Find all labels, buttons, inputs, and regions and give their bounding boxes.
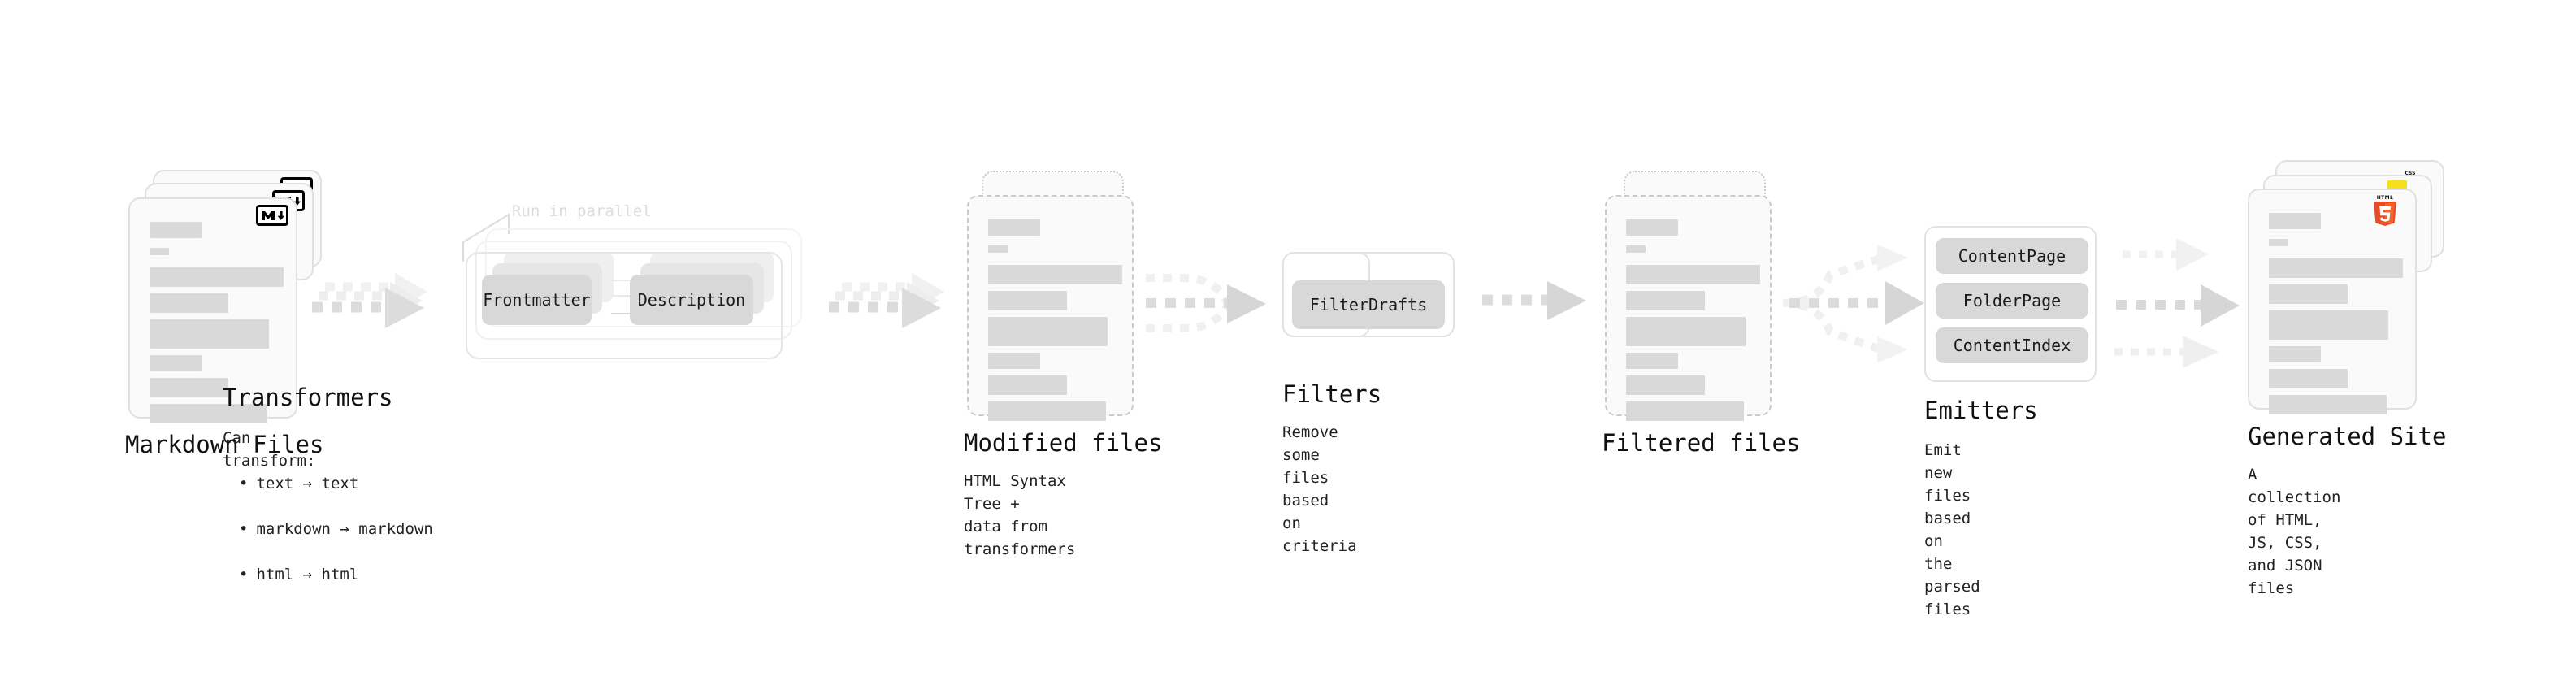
emitters-chip-contentindex[interactable]: ContentIndex <box>1936 327 2088 363</box>
stage-title-transformers: Transformers <box>223 384 393 411</box>
card-bar <box>2269 213 2321 229</box>
card-bar <box>150 248 169 255</box>
card-bar <box>2269 258 2403 278</box>
connector-filtered-to-emitters <box>1782 245 1924 363</box>
modified-card-front <box>967 195 1134 421</box>
transformers-bullets: text → text markdown → markdown html → h… <box>223 449 433 609</box>
card-bar <box>988 245 1008 253</box>
css-logo: CSS <box>2401 167 2419 178</box>
run-in-parallel-leader <box>462 213 510 262</box>
card-bar <box>988 317 1108 346</box>
connector-filters-to-filtered <box>1482 281 1586 320</box>
card-bar <box>1626 317 1746 346</box>
emitters-chip-folderpage[interactable]: FolderPage <box>1936 283 2088 319</box>
card-bar <box>150 404 267 423</box>
card-bar <box>1626 353 1678 369</box>
connector-emitters-to-site <box>2114 238 2240 368</box>
transformers-chip-description[interactable]: Description <box>630 275 753 325</box>
transformers-chip-frontmatter[interactable]: Frontmatter <box>482 275 592 325</box>
card-bar <box>988 291 1067 310</box>
stage-title-markdown-files: Markdown Files <box>125 431 324 458</box>
card-bar <box>150 222 202 238</box>
emitters-description: Emit new files based on the parsed files <box>1924 441 1980 618</box>
card-bar <box>1626 265 1760 284</box>
stage-title-modified-files: Modified files <box>964 429 1163 457</box>
card-bar <box>988 401 1106 421</box>
card-bar <box>1626 375 1705 395</box>
filters-description: Remove some files based on criteria <box>1282 423 1357 555</box>
run-in-parallel-label: Run in parallel <box>512 202 652 220</box>
filters-card-front <box>1282 252 1455 337</box>
card-bar <box>150 319 269 349</box>
filters-chip-filterdrafts[interactable]: FilterDrafts <box>1292 280 1445 329</box>
card-bar <box>2269 284 2348 304</box>
markdown-logo <box>256 205 288 226</box>
html5-logo: HTML <box>2370 193 2400 226</box>
card-bar <box>2269 395 2387 414</box>
modified-files-description: HTML Syntax Tree + data from transformer… <box>964 472 1076 558</box>
card-bar <box>2269 346 2321 362</box>
card-bar <box>2269 369 2348 388</box>
card-bar <box>150 267 284 287</box>
card-bar <box>1626 245 1646 253</box>
markdown-card-front <box>128 197 297 423</box>
connector-md-to-transformers <box>312 273 427 328</box>
emitters-chip-contentpage[interactable]: ContentPage <box>1936 238 2088 274</box>
site-card-front <box>2248 189 2417 414</box>
card-bar <box>988 353 1040 369</box>
generated-site-description: A collection of HTML, JS, CSS, and JSON … <box>2248 466 2341 597</box>
card-bar <box>988 219 1040 236</box>
transformers-bullet-item: text → text <box>239 472 433 495</box>
transformers-group-back1 <box>475 241 792 340</box>
transformers-group-front <box>466 252 783 359</box>
connector-modified-to-filters <box>1146 274 1266 332</box>
transformers-description: Can transform: <box>223 429 316 470</box>
card-bar <box>2269 239 2288 246</box>
card-bar <box>150 293 228 313</box>
transformers-bullet-item: html → html <box>239 563 433 586</box>
card-bar <box>1626 219 1678 236</box>
card-bar <box>1626 401 1744 421</box>
stage-title-generated-site: Generated Site <box>2248 423 2447 450</box>
card-bar <box>988 375 1067 395</box>
card-bar <box>1626 291 1705 310</box>
card-bar <box>2269 310 2388 340</box>
card-bar <box>150 355 202 371</box>
stage-title-emitters: Emitters <box>1924 397 2038 424</box>
transformers-bullet-item: markdown → markdown <box>239 518 432 540</box>
connector-transformers-to-modified <box>829 273 944 328</box>
svg-text:HTML: HTML <box>2377 195 2394 201</box>
filtered-card-front <box>1605 195 1772 421</box>
stage-title-filtered-files: Filtered files <box>1602 429 1801 457</box>
card-bar <box>150 378 228 397</box>
stage-title-filters: Filters <box>1282 380 1382 408</box>
card-bar <box>988 265 1122 284</box>
svg-text:CSS: CSS <box>2405 171 2416 176</box>
